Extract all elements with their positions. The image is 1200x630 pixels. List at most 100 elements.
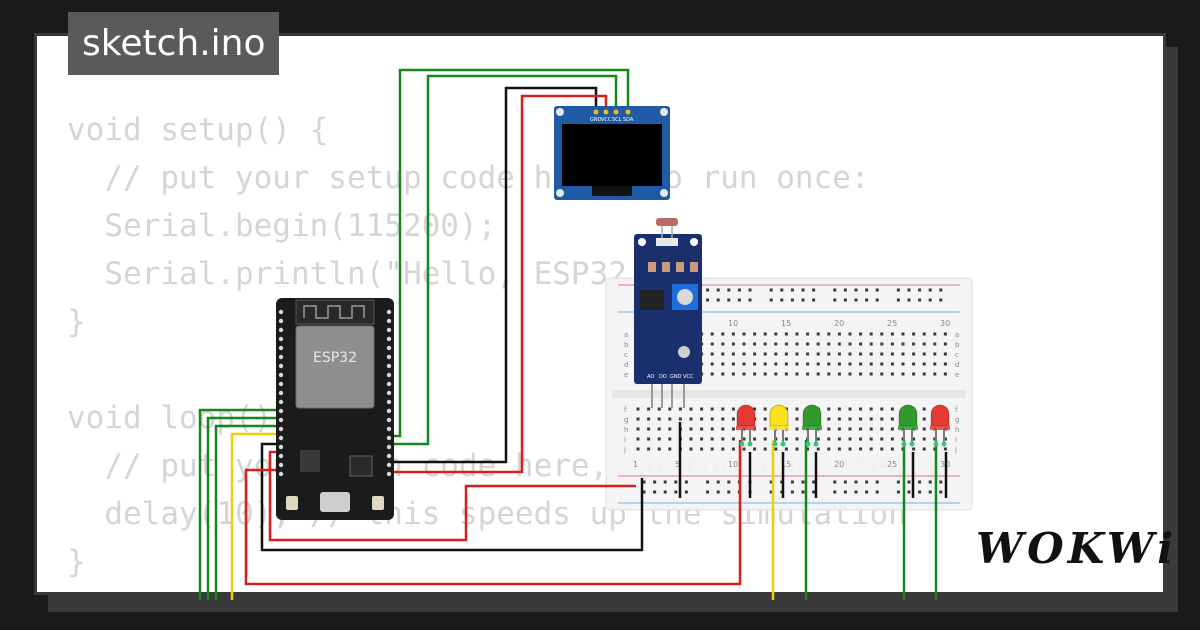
breadboard-hole	[710, 437, 714, 441]
breadboard-hole	[859, 417, 863, 421]
breadboard-hole	[869, 417, 873, 421]
rail-hole	[907, 490, 911, 494]
rail-hole	[706, 490, 710, 494]
breadboard-hole	[636, 437, 640, 441]
rail-hole	[928, 288, 932, 292]
breadboard-hole	[943, 362, 947, 366]
breadboard-hole	[901, 362, 905, 366]
breadboard-hole	[721, 362, 725, 366]
col-number: 10	[728, 460, 738, 469]
rail-hole	[928, 480, 932, 484]
oled-pin-label: SDA	[623, 117, 634, 123]
col-number: 1	[633, 460, 638, 469]
led[interactable]	[898, 404, 918, 447]
breadboard-hole	[827, 437, 831, 441]
row-letter: i	[955, 436, 957, 444]
wire-green-scl	[392, 68, 630, 438]
led[interactable]	[802, 404, 822, 447]
breadboard-hole	[731, 407, 735, 411]
breadboard-hole	[806, 352, 810, 356]
rail-hole	[642, 480, 646, 484]
rail-hole	[939, 490, 943, 494]
breadboard-hole	[880, 407, 884, 411]
breadboard-hole	[795, 332, 799, 336]
wire-yellow	[230, 432, 284, 600]
breadboard-hole	[933, 437, 937, 441]
rail-hole	[854, 288, 858, 292]
rail-hole	[737, 288, 741, 292]
wire-green-1	[198, 408, 284, 600]
esp32-pin	[278, 381, 284, 387]
breadboard-hole	[657, 437, 661, 441]
rail-hole	[653, 480, 657, 484]
wires[interactable]	[198, 68, 948, 600]
rail-hole	[939, 480, 943, 484]
breadboard-hole	[837, 407, 841, 411]
breadboard-hole	[848, 362, 852, 366]
oled-pin-labels: GND VCC SCL SDA	[590, 117, 634, 123]
esp32-pin	[278, 318, 284, 324]
breadboard-hole	[901, 372, 905, 376]
breadboard-hole	[912, 437, 916, 441]
esp32-pin	[386, 426, 392, 432]
breadboard-hole	[657, 427, 661, 431]
breadboard-hole	[784, 342, 788, 346]
led[interactable]	[769, 404, 789, 447]
breadboard-hole	[816, 447, 820, 451]
breadboard-hole	[657, 407, 661, 411]
esp32-pin	[278, 444, 284, 450]
esp32-pin	[278, 471, 284, 477]
rail-hole	[769, 490, 773, 494]
breadboard-hole	[710, 417, 714, 421]
oled-display[interactable]: GND VCC SCL SDA	[554, 106, 670, 200]
esp32-pin	[278, 327, 284, 333]
breadboard-hole	[880, 332, 884, 336]
led[interactable]	[736, 404, 756, 447]
breadboard-hole	[922, 437, 926, 441]
rail-hole	[727, 288, 731, 292]
rail-hole	[684, 480, 688, 484]
led[interactable]	[930, 404, 950, 447]
code-line: Serial.begin(115200);	[67, 208, 497, 244]
file-tab[interactable]: sketch.ino	[68, 12, 280, 75]
esp32-board[interactable]: ESP32	[276, 298, 394, 520]
breadboard-hole	[784, 437, 788, 441]
row-letter: j	[954, 446, 957, 454]
breadboard-hole	[880, 362, 884, 366]
rail-hole	[790, 490, 794, 494]
sensor-pin-label: GND	[670, 374, 682, 380]
breadboard-hole	[837, 427, 841, 431]
breadboard-hole	[806, 332, 810, 336]
rail-hole	[875, 298, 879, 302]
breadboard-hole	[689, 407, 693, 411]
breadboard-hole	[827, 417, 831, 421]
rail-hole	[875, 480, 879, 484]
rail-hole	[674, 480, 678, 484]
col-number: 20	[834, 460, 844, 469]
breadboard-hole	[848, 352, 852, 356]
breadboard-hole	[901, 352, 905, 356]
breadboard-hole	[816, 362, 820, 366]
breadboard-hole	[922, 427, 926, 431]
breadboard-hole	[912, 372, 916, 376]
breadboard-hole	[943, 332, 947, 336]
breadboard-hole	[784, 332, 788, 336]
rail-hole	[642, 490, 646, 494]
rail-hole	[896, 480, 900, 484]
breadboard-hole	[880, 372, 884, 376]
breadboard-hole	[859, 362, 863, 366]
sensor-pin-label: DO	[659, 374, 667, 380]
breadboard-hole	[816, 342, 820, 346]
breadboard-hole	[922, 342, 926, 346]
breadboard-hole	[869, 447, 873, 451]
rail-hole	[833, 480, 837, 484]
breadboard-hole	[795, 342, 799, 346]
leds[interactable]	[736, 404, 950, 447]
rail-hole	[843, 298, 847, 302]
breadboard-hole	[731, 417, 735, 421]
rail-hole	[706, 288, 710, 292]
breadboard-hole	[933, 352, 937, 356]
breadboard-hole	[700, 447, 704, 451]
light-sensor-module[interactable]: AO DO GND VCC	[634, 218, 702, 408]
breadboard-hole	[933, 342, 937, 346]
